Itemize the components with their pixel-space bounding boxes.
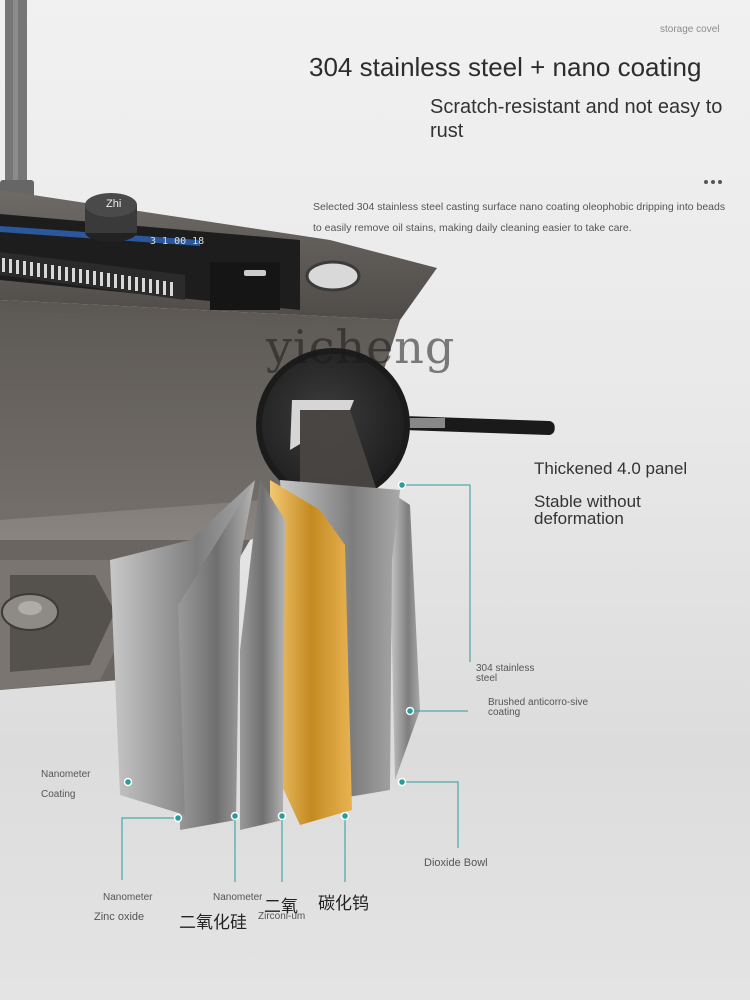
label-nano-coating-1: Nanometer xyxy=(41,769,91,780)
grille xyxy=(0,252,185,300)
material-layers xyxy=(110,480,420,830)
watermark: yicheng xyxy=(266,320,456,374)
layer-front xyxy=(110,480,255,815)
top-tag: storage covel xyxy=(660,24,720,35)
knob-label: Zhi xyxy=(106,198,122,210)
label-tungsten: 碳化钨 xyxy=(318,894,369,913)
magnifier-icon xyxy=(256,348,555,502)
callout-dots xyxy=(123,480,415,823)
label-silica-1: Nanometer xyxy=(213,892,263,903)
label-bowl: Dioxide Bowl xyxy=(424,857,488,869)
more-icon[interactable] xyxy=(704,171,725,189)
layer-gold xyxy=(270,480,352,825)
display-readout: 3 1 00 18 xyxy=(150,236,205,247)
label-silica-2: 二氧化硅 xyxy=(179,913,247,932)
knob-icon xyxy=(85,193,137,242)
label-steel: 304 stainless steel xyxy=(476,663,535,684)
label-nano-coating-2: Coating xyxy=(41,789,76,800)
label-zinc-2: Zinc oxide xyxy=(94,911,145,923)
layer-gray-1 xyxy=(178,480,255,830)
callout-lines xyxy=(121,484,471,882)
drain-basket xyxy=(0,560,135,690)
description: Selected 304 stainless steel casting sur… xyxy=(313,201,726,234)
subheadline: Scratch-resistant and not easy to rust xyxy=(430,96,723,142)
drain-hole xyxy=(305,260,361,292)
panel-subtitle: Stable without deformation xyxy=(534,492,641,528)
layer-gray-2 xyxy=(240,480,285,830)
label-zirconia-1: 二氧 xyxy=(264,897,298,916)
headline: 304 stainless steel + nano coating xyxy=(309,52,702,82)
label-brushed: Brushed anticorro-sive coating xyxy=(488,697,589,718)
panel-title: Thickened 4.0 panel xyxy=(534,459,688,478)
faucet-icon xyxy=(0,0,34,216)
label-zinc-1: Nanometer xyxy=(103,892,153,903)
label-zirconia-2: Zirconi-um xyxy=(258,911,306,922)
